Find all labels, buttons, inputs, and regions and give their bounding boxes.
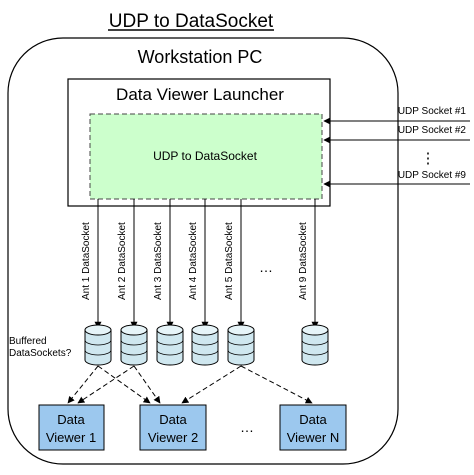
- antenna-label: Ant 4 DataSocket: [188, 222, 199, 300]
- viewer-label-line1: Data: [299, 412, 327, 427]
- viewer-label-line2: Viewer N: [287, 430, 340, 445]
- data-viewer-1: Data Viewer 1: [38, 404, 105, 451]
- udp-socket-label: UDP Socket #2: [398, 125, 467, 136]
- antenna-1: Ant 1 DataSocket: [81, 199, 102, 329]
- datasocket-cylinder-3: [156, 324, 184, 366]
- antenna-5: Ant 5 DataSocket: [224, 199, 245, 329]
- udp-socket-label: UDP Socket #1: [398, 106, 467, 117]
- udp-socket-label: UDP Socket #9: [398, 170, 467, 181]
- antenna-label: Ant 1 DataSocket: [81, 222, 92, 300]
- antenna-label: Ant 3 DataSocket: [153, 222, 164, 300]
- antenna-4: Ant 4 DataSocket: [188, 199, 209, 329]
- antenna-2: Ant 2 DataSocket: [117, 199, 138, 329]
- buffered-label-line2: DataSockets?: [9, 348, 72, 359]
- udp-socket-9: UDP Socket #9: [323, 170, 470, 188]
- udp-to-datasocket-label: UDP to DataSocket: [153, 149, 257, 163]
- data-viewer-n: Data Viewer N: [279, 404, 347, 451]
- udp-socket-2: UDP Socket #2: [323, 125, 470, 144]
- datasocket-cylinder-4: [191, 324, 219, 366]
- viewer-label-line2: Viewer 2: [148, 430, 198, 445]
- antenna-label: Ant 5 DataSocket: [224, 222, 235, 300]
- antenna-9: Ant 9 DataSocket: [298, 199, 319, 329]
- diagram-title: UDP to DataSocket: [109, 11, 274, 32]
- socket-ellipsis: ⋮: [421, 150, 436, 167]
- viewer-label-line1: Data: [159, 412, 187, 427]
- launcher-label: Data Viewer Launcher: [116, 85, 284, 104]
- buffered-label-line1: Buffered: [9, 336, 47, 347]
- viewer-label-line2: Viewer 1: [46, 430, 96, 445]
- viewer-ellipsis: …: [240, 419, 254, 435]
- antenna-label: Ant 9 DataSocket: [298, 222, 309, 300]
- workstation-label: Workstation PC: [138, 47, 263, 67]
- datasocket-cylinder-1: [84, 324, 112, 366]
- datasocket-cylinder-2: [120, 324, 148, 366]
- datasocket-cylinder-9: [301, 324, 329, 366]
- viewer-connections: [67, 365, 313, 404]
- antenna-ellipsis: …: [259, 259, 273, 275]
- data-viewer-2: Data Viewer 2: [139, 404, 207, 451]
- udp-socket-1: UDP Socket #1: [323, 106, 470, 125]
- antenna-label: Ant 2 DataSocket: [117, 222, 128, 300]
- datasocket-cylinder-5: [227, 324, 255, 366]
- viewer-label-line1: Data: [57, 412, 85, 427]
- antenna-3: Ant 3 DataSocket: [153, 199, 174, 329]
- udp-to-datasocket-box: [89, 113, 323, 200]
